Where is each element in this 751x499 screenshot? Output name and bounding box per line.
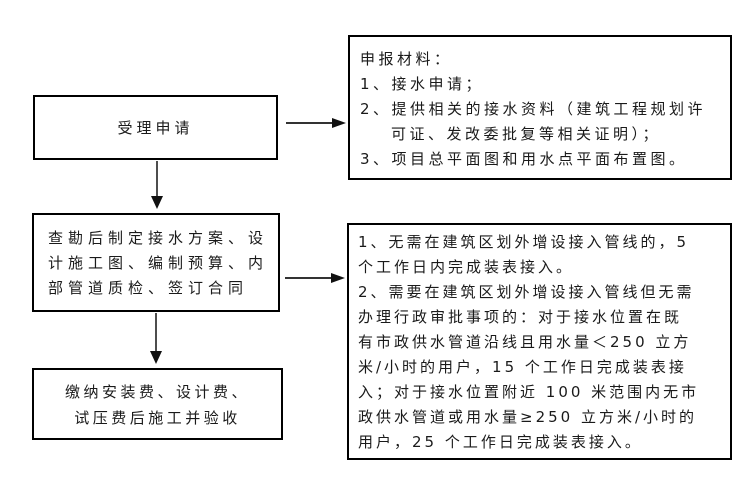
accept-application-label: 受理申请 (117, 119, 194, 137)
payment-line-1: 缴纳安装费、设计费、 (64, 383, 250, 401)
timeline-line-8: 政供水管道或用水量≥250 立方米/小时的 (358, 408, 698, 426)
materials-item-3: 3、项目总平面图和用水点平面布置图。 (360, 150, 688, 168)
node-payment-construction: 缴纳安装费、设计费、 试压费后施工并验收 (32, 368, 283, 440)
materials-heading: 申报材料： (360, 50, 453, 68)
materials-item-2-continued: 可证、发改委批复等相关证明）； (391, 125, 662, 143)
timeline-line-9: 用户，25 个工作日完成装表接入。 (358, 433, 643, 451)
timeline-line-1: 1、无需在建筑区划外增设接入管线的，5 (358, 233, 690, 251)
node-connection-timeline: 1、无需在建筑区划外增设接入管线的，5 个工作日内完成装表接入。 2、需要在建筑… (347, 223, 732, 460)
timeline-line-2: 个工作日内完成装表接入。 (358, 258, 575, 276)
node-survey-plan: 查勘后制定接水方案、设 计施工图、编制预算、内 部管道质检、签订合同 (32, 213, 280, 312)
survey-plan-line-2: 计施工图、编制预算、内 (48, 254, 269, 272)
survey-plan-line-1: 查勘后制定接水方案、设 (48, 229, 269, 247)
timeline-line-5: 有市政供水管道沿线且用水量＜250 立方 (358, 333, 692, 351)
arrow-down-plan-to-payment-icon (150, 313, 162, 364)
node-application-materials: 申报材料： 1、接水申请； 2、提供相关的接水资料（建筑工程规划许 可证、发改委… (348, 35, 732, 180)
node-accept-application: 受理申请 (33, 95, 278, 160)
timeline-line-7: 入；对于接水位置附近 100 米范围内无市 (358, 383, 700, 401)
arrow-right-accept-to-materials-icon (286, 118, 346, 128)
timeline-line-3: 2、需要在建筑区划外增设接入管线但无需 (358, 283, 695, 301)
materials-item-2: 2、提供相关的接水资料（建筑工程规划许 (360, 100, 707, 118)
timeline-line-4: 办理行政审批事项的：对于接水位置在既 (358, 308, 683, 326)
payment-line-2: 试压费后施工并验收 (74, 409, 241, 427)
arrow-right-plan-to-timeline-icon (285, 273, 345, 283)
arrow-down-accept-to-plan-icon (151, 161, 163, 209)
survey-plan-line-3: 部管道质检、签订合同 (48, 279, 249, 297)
timeline-line-6: 米/小时的用户，15 个工作日完成装表接 (358, 358, 687, 376)
materials-item-1: 1、接水申请； (360, 75, 485, 93)
